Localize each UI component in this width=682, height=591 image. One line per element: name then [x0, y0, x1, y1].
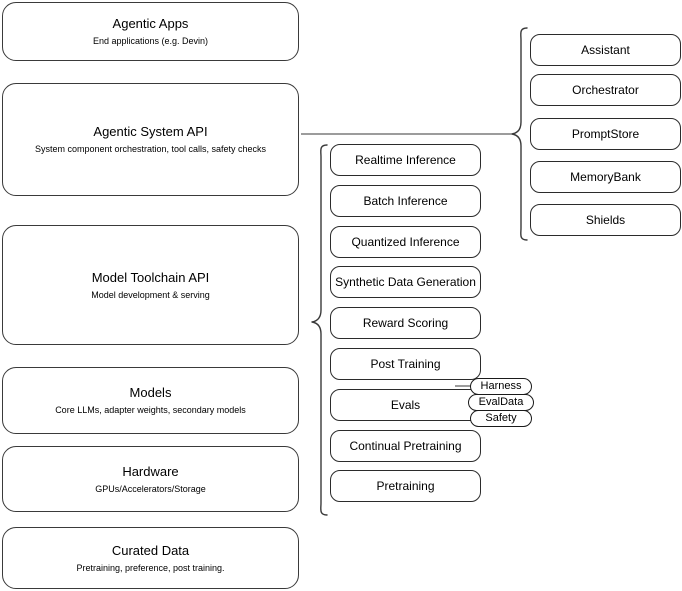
component-promptstore[interactable]: PromptStore — [530, 118, 681, 150]
layer-curated-data[interactable]: Curated Data Pretraining, preference, po… — [2, 527, 299, 589]
capability-label: Reward Scoring — [362, 316, 449, 330]
capability-reward-scoring[interactable]: Reward Scoring — [330, 307, 481, 339]
capability-label: Evals — [390, 398, 421, 412]
capability-label: Post Training — [370, 357, 441, 371]
layer-models[interactable]: Models Core LLMs, adapter weights, secon… — [2, 367, 299, 434]
capability-quantized-inference[interactable]: Quantized Inference — [330, 226, 481, 258]
capability-label: Quantized Inference — [351, 235, 460, 249]
capability-pretraining[interactable]: Pretraining — [330, 470, 481, 502]
brace-toolchain-capabilities — [311, 144, 328, 516]
component-label: Shields — [585, 213, 626, 227]
component-label: MemoryBank — [570, 170, 641, 184]
capability-label: Pretraining — [376, 479, 435, 493]
capability-label: Batch Inference — [363, 194, 448, 208]
capability-label: Synthetic Data Generation — [335, 275, 476, 289]
eval-pill-label: Safety — [485, 412, 517, 424]
layer-title: Models — [129, 385, 172, 400]
layer-subtitle: Core LLMs, adapter weights, secondary mo… — [55, 405, 246, 415]
layer-model-toolchain-api[interactable]: Model Toolchain API Model development & … — [2, 225, 299, 345]
capability-realtime-inference[interactable]: Realtime Inference — [330, 144, 481, 176]
eval-pill-safety[interactable]: Safety — [470, 410, 532, 427]
layer-subtitle: End applications (e.g. Devin) — [92, 36, 209, 46]
layer-title: Hardware — [122, 463, 179, 479]
layer-title: Agentic System API — [93, 124, 208, 139]
eval-pill-label: Harness — [480, 380, 522, 392]
layer-title: Model Toolchain API — [91, 269, 210, 285]
capability-continual-pretraining[interactable]: Continual Pretraining — [330, 430, 481, 462]
capability-evals[interactable]: Evals — [330, 389, 481, 421]
eval-pill-harness[interactable]: Harness — [470, 378, 532, 395]
layer-hardware[interactable]: Hardware GPUs/Accelerators/Storage — [2, 446, 299, 512]
capability-label: Realtime Inference — [355, 153, 456, 167]
capability-batch-inference[interactable]: Batch Inference — [330, 185, 481, 217]
capability-synthetic-data-generation[interactable]: Synthetic Data Generation — [330, 266, 481, 298]
layer-subtitle: Model development & serving — [91, 289, 210, 300]
layer-agentic-apps[interactable]: Agentic Apps End applications (e.g. Devi… — [2, 2, 299, 61]
component-assistant[interactable]: Assistant — [530, 34, 681, 66]
layer-subtitle: Pretraining, preference, post training. — [76, 562, 225, 573]
brace-system-components — [511, 27, 528, 241]
eval-pill-evaldata[interactable]: EvalData — [468, 394, 534, 411]
eval-pill-label: EvalData — [478, 396, 524, 408]
layer-title: Curated Data — [111, 542, 190, 558]
layer-subtitle: GPUs/Accelerators/Storage — [95, 483, 206, 494]
layer-agentic-system-api[interactable]: Agentic System API System component orch… — [2, 83, 299, 196]
component-shields[interactable]: Shields — [530, 204, 681, 236]
component-label: Assistant — [581, 43, 630, 57]
component-orchestrator[interactable]: Orchestrator — [530, 74, 681, 106]
component-label: PromptStore — [571, 127, 640, 141]
component-memorybank[interactable]: MemoryBank — [530, 161, 681, 193]
capability-label: Continual Pretraining — [349, 439, 462, 453]
layer-title: Agentic Apps — [112, 16, 189, 31]
capability-post-training[interactable]: Post Training — [330, 348, 481, 380]
component-label: Orchestrator — [572, 83, 639, 97]
layer-subtitle: System component orchestration, tool cal… — [34, 144, 267, 154]
